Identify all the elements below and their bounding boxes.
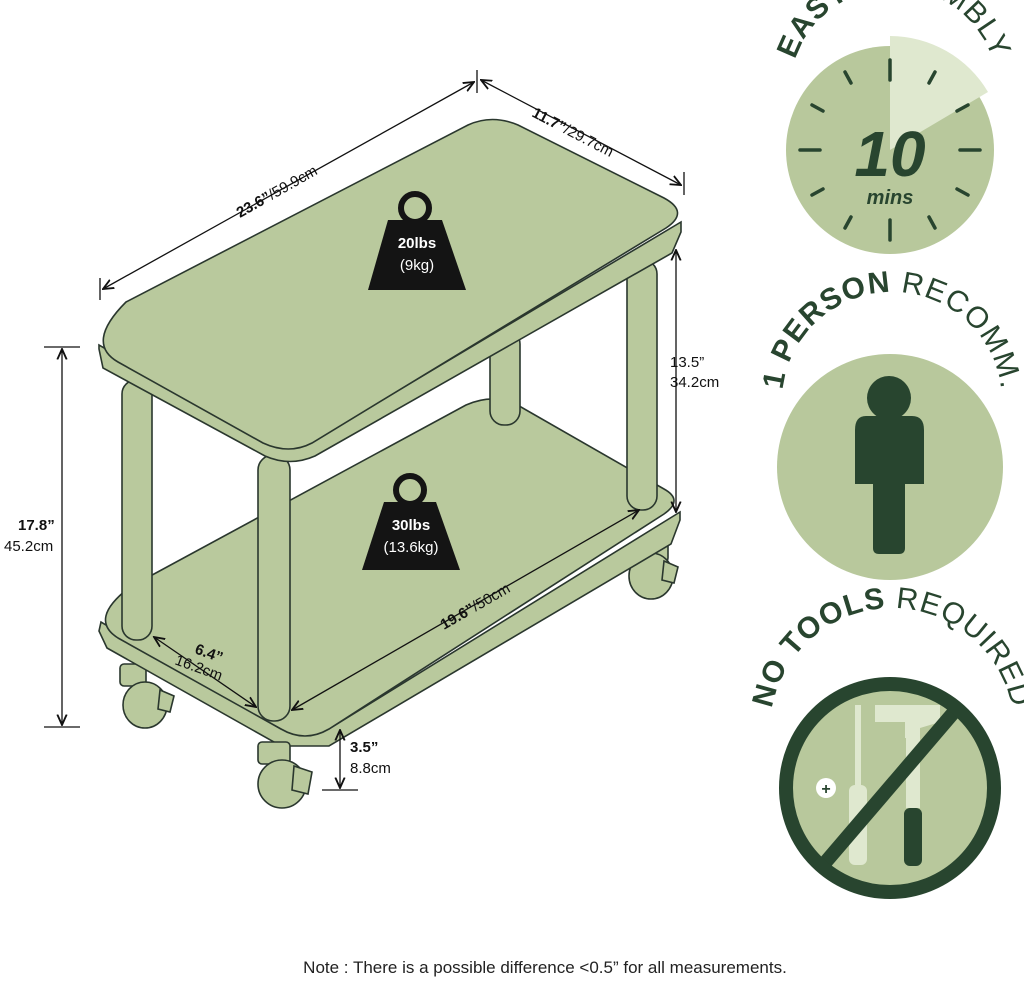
clock-icon: 10 mins xyxy=(786,36,994,254)
front-caster xyxy=(257,741,313,809)
rear-leg-left xyxy=(121,379,153,641)
badge-one-person: 1 PERSON RECOMM. xyxy=(757,266,1024,580)
no-tools-icon: + xyxy=(779,677,1001,899)
top-shelf xyxy=(98,118,682,463)
shelf-gap-in: 13.5” xyxy=(670,354,704,371)
dimension-lines xyxy=(44,70,685,791)
clearance-in: 3.5” xyxy=(350,739,378,756)
assembly-unit: mins xyxy=(867,187,914,209)
bottom-shelf xyxy=(98,398,681,747)
shelf-gap-cm: 34.2cm xyxy=(670,374,719,391)
measurement-note: Note : There is a possible difference <0… xyxy=(303,958,787,977)
badge-no-tools: NO TOOLS REQUIRED + xyxy=(746,582,1024,899)
clearance-cm: 8.8cm xyxy=(350,760,391,777)
svg-text:+: + xyxy=(821,781,830,798)
bottom-capacity-kg: (13.6kg) xyxy=(383,539,438,556)
total-height-in: 17.8” xyxy=(18,517,55,534)
top-capacity-lbs: 20lbs xyxy=(398,235,436,252)
front-leg-front xyxy=(257,454,291,722)
bottom-capacity-lbs: 30lbs xyxy=(392,517,430,534)
total-height-cm: 45.2cm xyxy=(4,538,53,555)
front-leg-right xyxy=(626,259,658,511)
top-capacity-kg: (9kg) xyxy=(400,257,434,274)
badge-easy-assembly: EASY ASSEMBLY 10 mins xyxy=(771,0,1016,254)
person-icon xyxy=(855,376,924,554)
assembly-minutes: 10 xyxy=(854,118,925,190)
